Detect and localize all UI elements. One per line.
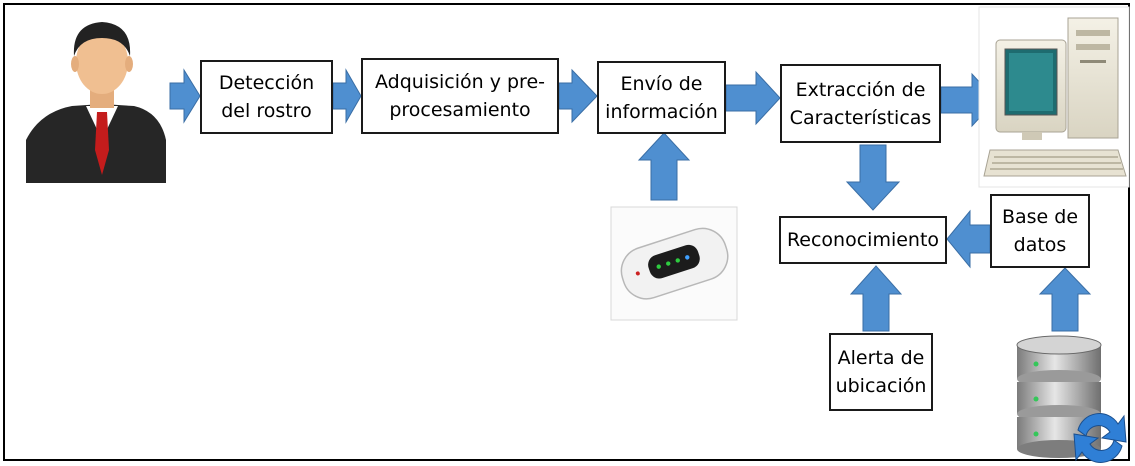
database-sync-icon — [1016, 335, 1127, 463]
location-alert-box: Alerta de ubicación — [829, 333, 933, 411]
person-icon — [26, 22, 166, 183]
arrow-send-to-extraction — [725, 70, 781, 126]
arrow-db-icon-to-database — [1038, 267, 1092, 332]
desktop-computer-icon — [978, 6, 1130, 188]
feature-extraction-box: Extracción de Características — [780, 64, 941, 143]
database-box: Base de datos — [990, 194, 1090, 268]
arrow-acquisition-to-send — [558, 68, 598, 124]
arrow-detection-to-acquisition — [332, 68, 362, 124]
face-detection-box: Detección del rostro — [200, 60, 333, 134]
mobile-wifi-modem-icon — [610, 206, 738, 321]
arrow-modem-to-send — [637, 132, 691, 201]
arrow-extraction-to-recognition — [845, 144, 901, 211]
acquisition-preprocessing-box: Adquisición y pre- procesamiento — [361, 58, 559, 134]
diagram-frame — [3, 3, 1130, 461]
recognition-box: Reconocimiento — [779, 216, 947, 264]
arrow-database-to-recognition — [946, 209, 991, 269]
arrow-person-to-detection — [169, 68, 201, 124]
send-information-box: Envío de información — [597, 61, 726, 134]
arrow-alert-to-recognition — [849, 265, 903, 332]
